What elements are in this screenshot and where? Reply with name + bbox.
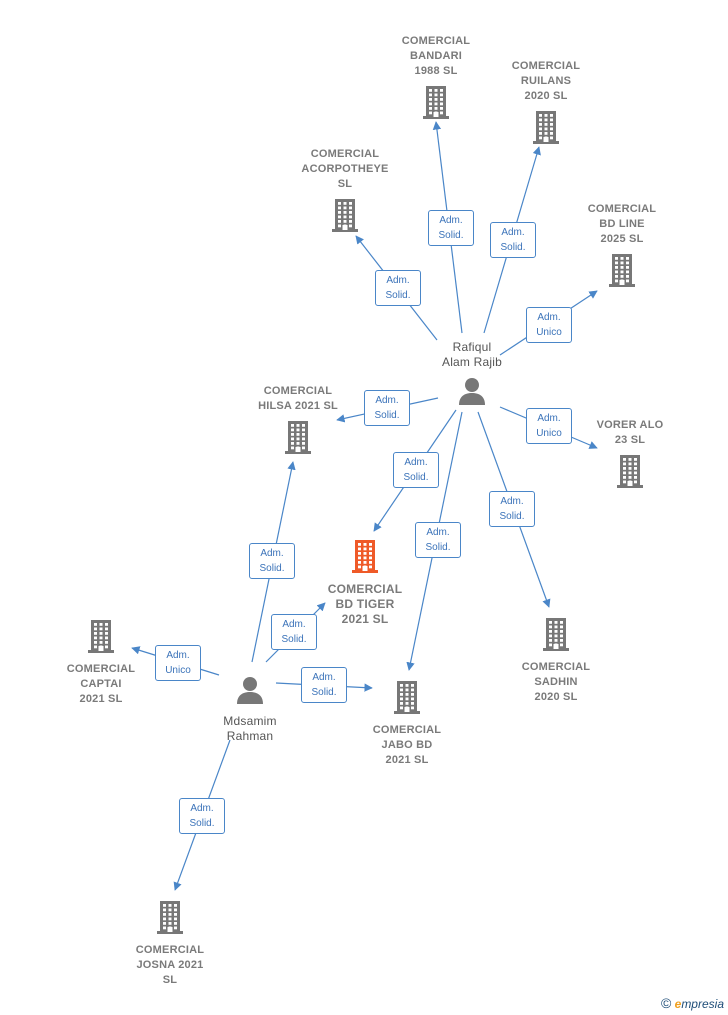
node-label-hilsa: COMERCIAL HILSA 2021 SL — [258, 385, 338, 412]
person-icon — [412, 376, 532, 411]
node-label-bandari: COMERCIAL BANDARI 1988 SL — [401, 35, 471, 77]
edge-label-rafiqul-vorer[interactable]: Adm. Unico — [526, 408, 572, 444]
node-mdsamim[interactable]: Mdsamim Rahman — [190, 675, 310, 744]
node-label-captai: COMERCIAL CAPTAI 2021 SL — [66, 663, 136, 705]
building-icon — [570, 454, 690, 493]
node-bdline[interactable]: COMERCIAL BD LINE 2025 SL — [562, 202, 682, 292]
building-icon — [110, 900, 230, 939]
node-acorpotheye[interactable]: COMERCIAL ACORPOTHEYE SL — [285, 147, 405, 237]
building-icon — [305, 539, 425, 578]
node-josna[interactable]: COMERCIAL JOSNA 2021 SL — [110, 900, 230, 988]
building-icon — [285, 198, 405, 237]
node-jabo[interactable]: COMERCIAL JABO BD 2021 SL — [347, 680, 467, 768]
node-bandari[interactable]: COMERCIAL BANDARI 1988 SL — [376, 34, 496, 124]
edge-label-rafiqul-bdline[interactable]: Adm. Unico — [526, 307, 572, 343]
building-icon — [376, 85, 496, 124]
node-hilsa[interactable]: COMERCIAL HILSA 2021 SL — [238, 384, 358, 459]
building-icon — [496, 617, 616, 656]
edge-label-rafiqul-sadhin[interactable]: Adm. Solid. — [489, 491, 535, 527]
building-icon — [562, 253, 682, 292]
node-bdtiger[interactable]: COMERCIAL BD TIGER 2021 SL — [305, 539, 425, 627]
node-label-ruilans: COMERCIAL RUILANS 2020 SL — [511, 60, 581, 102]
person-icon — [190, 675, 310, 710]
footer-brand: © empresia — [661, 995, 724, 1011]
building-icon — [486, 110, 606, 149]
node-rafiqul[interactable]: Rafiqul Alam Rajib — [412, 340, 532, 411]
edge-label-mdsamim-hilsa[interactable]: Adm. Solid. — [249, 543, 295, 579]
edge-label-rafiqul-bdtiger[interactable]: Adm. Solid. — [393, 452, 439, 488]
edge-label-rafiqul-jabo[interactable]: Adm. Solid. — [415, 522, 461, 558]
node-sadhin[interactable]: COMERCIAL SADHIN 2020 SL — [496, 617, 616, 705]
node-label-mdsamim: Mdsamim Rahman — [223, 714, 277, 743]
building-icon — [238, 420, 358, 459]
node-label-jabo: COMERCIAL JABO BD 2021 SL — [372, 724, 442, 766]
edge-label-rafiqul-hilsa[interactable]: Adm. Solid. — [364, 390, 410, 426]
edge-label-mdsamim-jabo[interactable]: Adm. Solid. — [301, 667, 347, 703]
node-label-bdtiger: COMERCIAL BD TIGER 2021 SL — [327, 582, 403, 626]
node-vorer[interactable]: VORER ALO 23 SL — [570, 418, 690, 493]
node-label-acorpotheye: COMERCIAL ACORPOTHEYE SL — [301, 148, 389, 190]
node-label-vorer: VORER ALO 23 SL — [596, 419, 664, 446]
edge-label-rafiqul-bandari[interactable]: Adm. Solid. — [428, 210, 474, 246]
edge-label-mdsamim-josna[interactable]: Adm. Solid. — [179, 798, 225, 834]
edge-label-mdsamim-captai[interactable]: Adm. Unico — [155, 645, 201, 681]
node-captai[interactable]: COMERCIAL CAPTAI 2021 SL — [41, 619, 161, 707]
node-label-rafiqul: Rafiqul Alam Rajib — [441, 340, 503, 369]
node-label-bdline: COMERCIAL BD LINE 2025 SL — [587, 203, 657, 245]
edge-label-rafiqul-acorpotheye[interactable]: Adm. Solid. — [375, 270, 421, 306]
node-label-sadhin: COMERCIAL SADHIN 2020 SL — [521, 661, 591, 703]
brand-name: mpresia — [681, 997, 724, 1011]
edge-label-rafiqul-ruilans[interactable]: Adm. Solid. — [490, 222, 536, 258]
brand-initial: e — [674, 997, 682, 1011]
node-ruilans[interactable]: COMERCIAL RUILANS 2020 SL — [486, 59, 606, 149]
copyright-symbol: © — [660, 995, 672, 1011]
edge-label-mdsamim-bdtiger[interactable]: Adm. Solid. — [271, 614, 317, 650]
building-icon — [347, 680, 467, 719]
node-label-josna: COMERCIAL JOSNA 2021 SL — [135, 944, 205, 986]
building-icon — [41, 619, 161, 658]
